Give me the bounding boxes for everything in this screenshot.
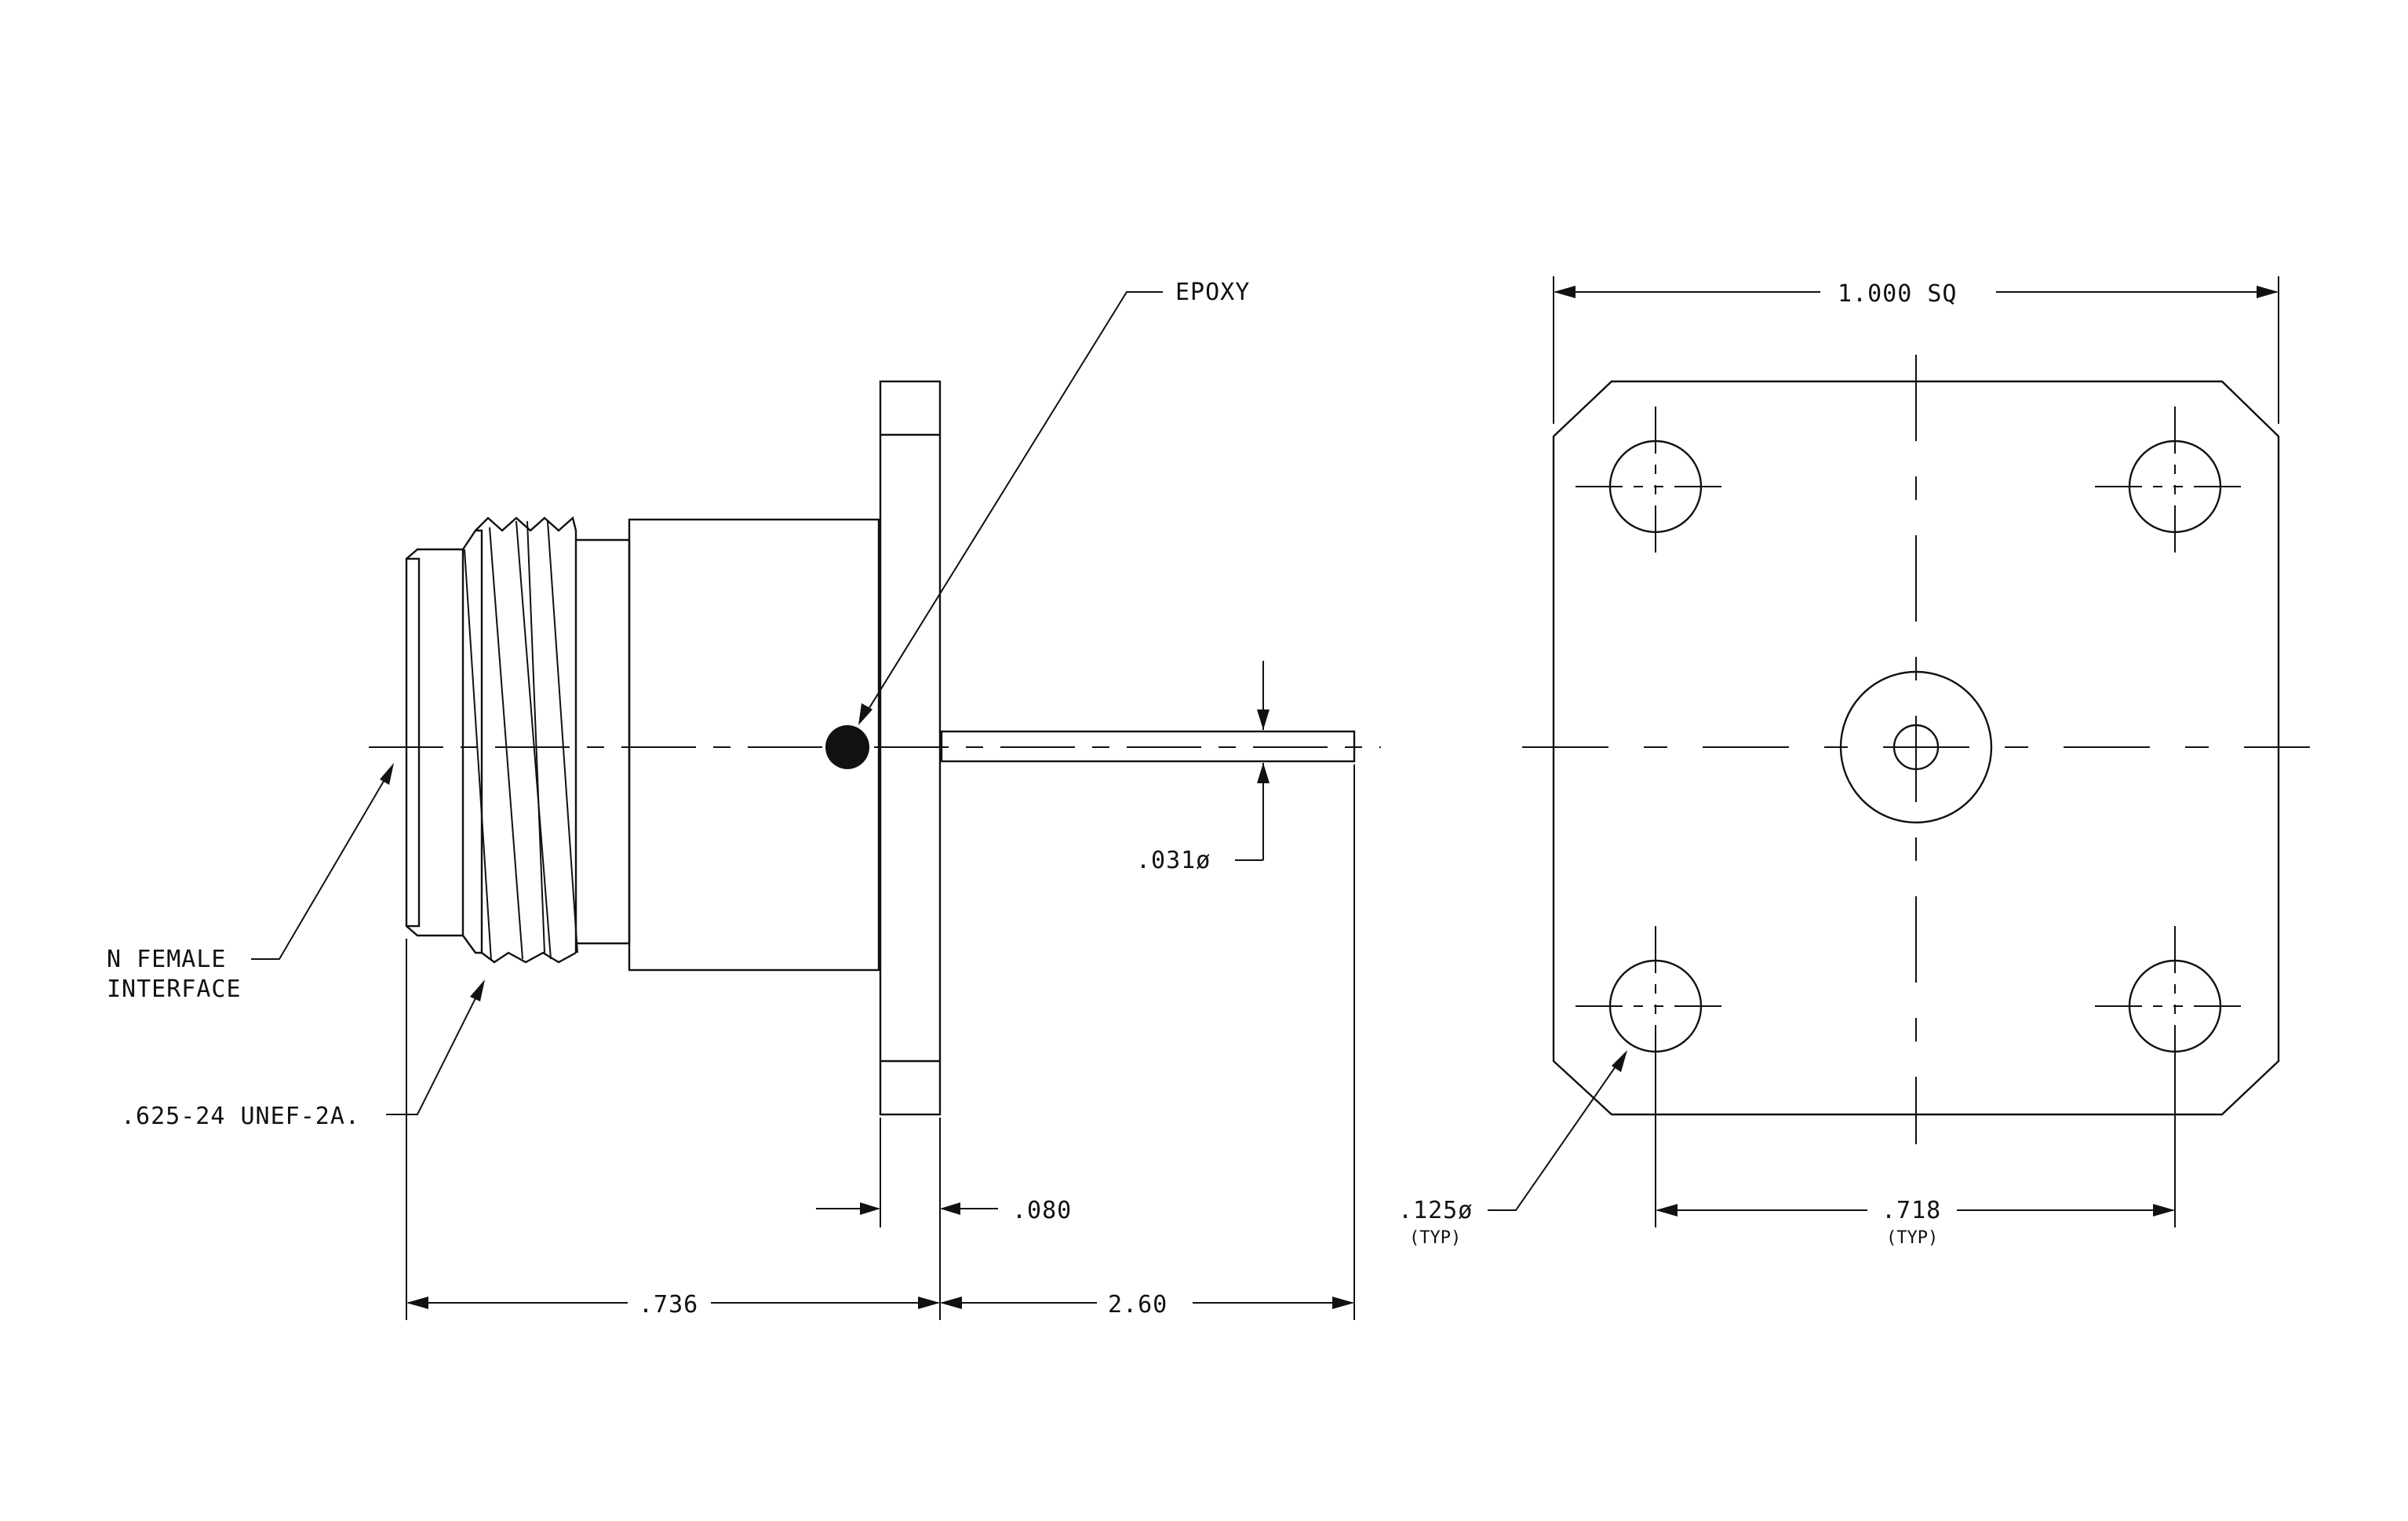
mounting-hole-tr <box>2095 407 2255 567</box>
mounting-hole-tl <box>1576 407 1736 567</box>
hole-diameter-dim: .125ø (TYP) <box>1398 1050 1627 1248</box>
front-view <box>1522 355 2310 1144</box>
pin-length-dim: 2.60 <box>940 1291 1354 1319</box>
flange-thickness-label: .080 <box>1012 1197 1072 1224</box>
epoxy-label: EPOXY <box>1175 279 1250 306</box>
pin-length-label: 2.60 <box>1108 1291 1168 1319</box>
square-dim: 1.000 SQ <box>1553 276 2279 424</box>
threaded-section <box>462 516 629 964</box>
body-length-label: .736 <box>639 1291 698 1319</box>
hole-spacing-label: .718 <box>1882 1197 1941 1224</box>
interface-nose <box>405 548 464 937</box>
epoxy-leader: EPOXY <box>858 279 1250 725</box>
pin-diameter-label: .031ø <box>1136 847 1211 874</box>
hole-diameter-typ: (TYP) <box>1409 1228 1461 1248</box>
thread-leader: .625-24 UNEF-2A. <box>121 979 485 1130</box>
connector-body <box>628 518 880 972</box>
pin-diameter-dim: .031ø <box>1136 661 1270 874</box>
flange-outline <box>1552 380 2280 1116</box>
interface-label-line1: N FEMALE <box>107 946 227 973</box>
flange-thickness-dim: .080 <box>816 1197 1072 1224</box>
thread-label: .625-24 UNEF-2A. <box>121 1103 360 1130</box>
interface-leader: N FEMALE INTERFACE <box>107 763 394 1003</box>
hole-spacing-dim: .718 (TYP) <box>1655 1055 2176 1248</box>
hole-spacing-typ: (TYP) <box>1886 1228 1938 1248</box>
side-view <box>369 380 1381 1116</box>
square-label: 1.000 SQ <box>1838 280 1958 308</box>
body-length-dim: .736 <box>406 1291 940 1319</box>
interface-label-line2: INTERFACE <box>107 976 242 1003</box>
hole-diameter-label: .125ø <box>1398 1197 1473 1224</box>
